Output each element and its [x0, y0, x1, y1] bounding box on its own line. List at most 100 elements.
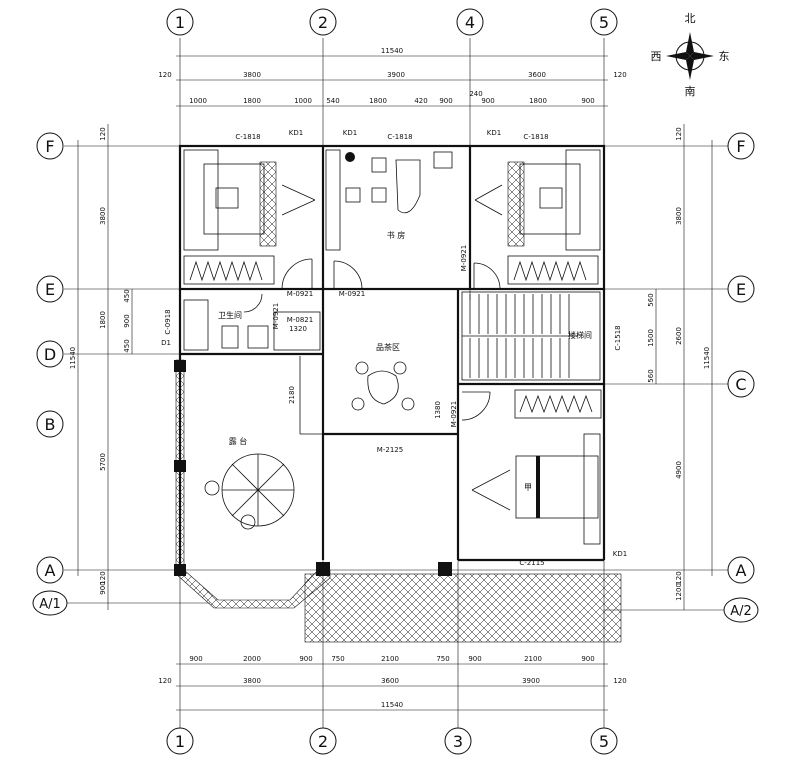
svg-text:900: 900	[439, 97, 452, 105]
study-label: 书 房	[387, 230, 406, 240]
svg-text:M-0921: M-0921	[272, 303, 280, 329]
grid-bubbles-right: F E C A A/2	[723, 132, 759, 623]
study: 书 房	[325, 149, 453, 251]
svg-text:3600: 3600	[528, 71, 546, 79]
svg-text:KD1: KD1	[613, 550, 627, 558]
interior-dimensions: 2180 1380 1320	[288, 325, 442, 419]
svg-text:900: 900	[123, 314, 131, 327]
svg-text:560: 560	[647, 369, 655, 382]
svg-text:450: 450	[123, 289, 131, 302]
svg-text:C-1818: C-1818	[235, 133, 260, 141]
grid-right-A2: A/2	[730, 604, 752, 619]
svg-text:2100: 2100	[381, 655, 399, 663]
grid-bottom-1: 1	[175, 732, 185, 751]
svg-text:1500: 1500	[647, 329, 655, 347]
svg-text:560: 560	[647, 293, 655, 306]
svg-text:2180: 2180	[288, 386, 296, 404]
bottom-dimensions: 900 2000 900 750 2100 750 900 2100 900 1…	[158, 655, 627, 711]
grid-right-C: C	[735, 375, 746, 394]
svg-text:120: 120	[613, 677, 626, 685]
svg-text:120: 120	[158, 677, 171, 685]
grid-left-D: D	[44, 345, 56, 364]
svg-text:1000: 1000	[189, 97, 207, 105]
grid-top-5: 5	[599, 13, 609, 32]
svg-text:KD1: KD1	[289, 129, 303, 137]
svg-text:C-2115: C-2115	[519, 559, 544, 567]
svg-text:900: 900	[481, 97, 494, 105]
svg-text:120: 120	[675, 571, 683, 584]
compass-west: 西	[651, 50, 662, 63]
grid-bubbles-left: F E D B A A/1	[32, 132, 68, 616]
compass-north: 北	[685, 12, 696, 25]
svg-text:420: 420	[414, 97, 427, 105]
compass-icon: 北 南 东 西	[651, 12, 730, 98]
svg-text:C-1518: C-1518	[614, 325, 622, 350]
svg-text:C-0918: C-0918	[164, 309, 172, 334]
svg-text:120: 120	[675, 127, 683, 140]
compass-south: 南	[685, 85, 696, 98]
terrace: 露 台	[204, 436, 295, 530]
bedroom-top-left	[183, 149, 316, 285]
terrace-parapet	[174, 359, 452, 609]
svg-text:1000: 1000	[294, 97, 312, 105]
svg-text:KD1: KD1	[343, 129, 357, 137]
grid-top-2: 2	[318, 13, 328, 32]
grid-left-E: E	[45, 280, 55, 299]
grid-left-A: A	[45, 561, 56, 580]
svg-text:M-0921: M-0921	[287, 290, 313, 298]
staircase: 楼梯间	[461, 291, 601, 381]
grid-right-A: A	[736, 561, 747, 580]
tea-label: 品茶区	[376, 342, 400, 352]
grid-left-F: F	[45, 137, 54, 156]
bedroom-lower-right: 甲	[471, 389, 602, 545]
svg-text:3800: 3800	[99, 207, 107, 225]
svg-text:M-0921: M-0921	[339, 290, 365, 298]
svg-text:3900: 3900	[387, 71, 405, 79]
svg-text:1800: 1800	[99, 311, 107, 329]
svg-text:3900: 3900	[522, 677, 540, 685]
svg-text:450: 450	[123, 339, 131, 352]
svg-text:3800: 3800	[243, 71, 261, 79]
svg-text:2000: 2000	[243, 655, 261, 663]
svg-text:240: 240	[469, 90, 482, 98]
svg-text:M-0921: M-0921	[460, 245, 468, 271]
svg-text:11540: 11540	[703, 347, 711, 369]
svg-text:900: 900	[581, 655, 594, 663]
bathroom: 卫生间	[183, 299, 321, 351]
svg-text:2100: 2100	[524, 655, 542, 663]
svg-text:120: 120	[99, 571, 107, 584]
svg-text:900: 900	[299, 655, 312, 663]
top-dimensions: 11540 120 3800 3900 3600 120 1000 1800 1…	[158, 47, 627, 107]
svg-text:1800: 1800	[369, 97, 387, 105]
svg-text:900: 900	[189, 655, 202, 663]
svg-text:120: 120	[99, 127, 107, 140]
grid-right-E: E	[736, 280, 746, 299]
svg-text:2600: 2600	[675, 327, 683, 345]
svg-text:1800: 1800	[243, 97, 261, 105]
svg-text:M-0921: M-0921	[450, 401, 458, 427]
bedroom-top-right	[474, 149, 601, 285]
building-walls	[178, 144, 606, 570]
bed-mark: 甲	[524, 483, 532, 492]
bath-label: 卫生间	[218, 310, 242, 320]
svg-text:11540: 11540	[381, 701, 403, 709]
svg-text:750: 750	[331, 655, 344, 663]
svg-text:3800: 3800	[675, 207, 683, 225]
svg-text:900: 900	[581, 97, 594, 105]
stair-label: 楼梯间	[568, 330, 592, 340]
door-swings	[243, 258, 501, 421]
svg-text:120: 120	[158, 71, 171, 79]
svg-text:900: 900	[468, 655, 481, 663]
tea-area: 品茶区	[351, 342, 415, 411]
svg-text:M-0821: M-0821	[287, 316, 313, 324]
grid-bottom-3: 3	[453, 732, 463, 751]
svg-text:M-2125: M-2125	[377, 446, 403, 454]
grid-left-B: B	[45, 415, 56, 434]
grid-bubbles-bottom: 1 2 3 5	[166, 727, 618, 755]
svg-text:C-1818: C-1818	[387, 133, 412, 141]
grid-top-1: 1	[175, 13, 185, 32]
svg-text:540: 540	[326, 97, 339, 105]
svg-text:750: 750	[436, 655, 449, 663]
window-door-codes: C-1818 C-1818 C-1818 KD1 KD1 KD1 KD1 M-0…	[161, 129, 627, 567]
